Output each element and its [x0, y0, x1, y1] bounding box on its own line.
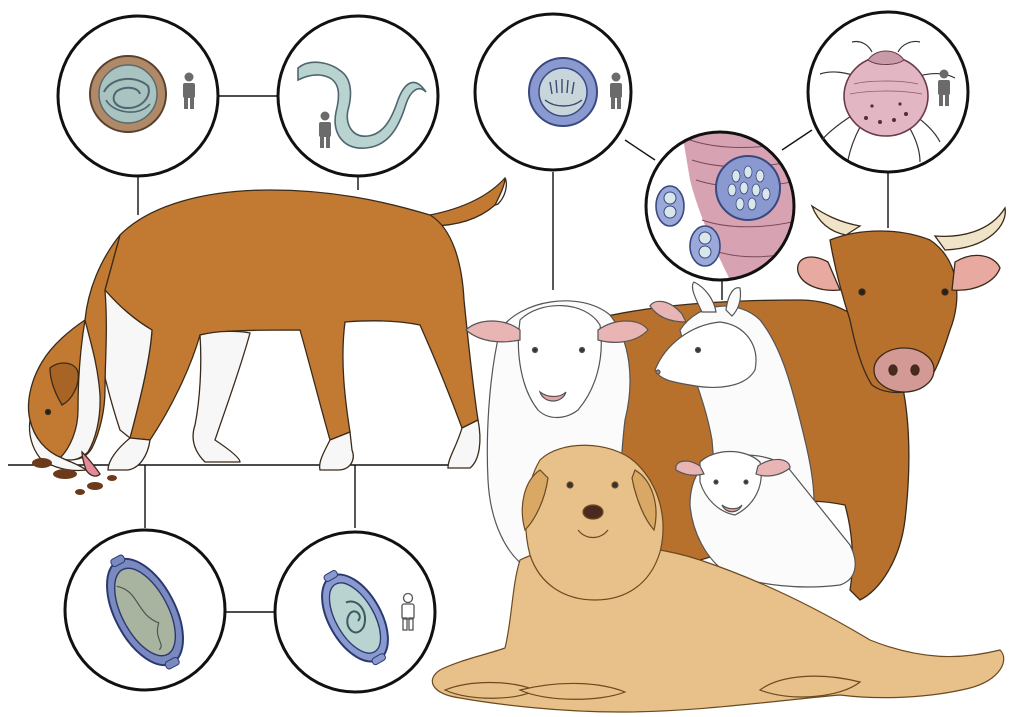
- node-tissue-cyst: [646, 120, 800, 300]
- node-egg-striated-brown: [58, 16, 218, 176]
- brown-dog-illustration: [29, 178, 507, 495]
- parasite-egg-blue-icon: [529, 58, 597, 126]
- node-worm-larva: [278, 16, 438, 176]
- node-egg-bipolar-large: [65, 530, 225, 690]
- node-egg-blue-ciliated: [475, 14, 631, 170]
- node-mite: [808, 12, 968, 172]
- node-egg-bipolar-coiled: [275, 532, 435, 692]
- parasite-egg-brown-shell-icon: [90, 56, 166, 132]
- connector-cyst-mite: [782, 130, 812, 150]
- connector-blueegg-cyst: [625, 140, 655, 160]
- node-ring: [278, 16, 438, 176]
